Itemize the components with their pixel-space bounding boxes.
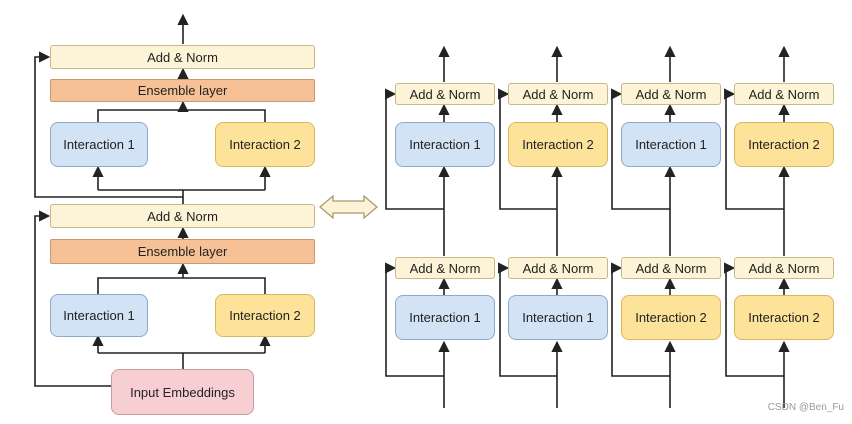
left-bottom-interaction-2: Interaction 2	[215, 294, 315, 337]
left-bottom-interaction-1: Interaction 1	[50, 294, 148, 337]
b-res-col4	[724, 262, 784, 377]
t-res-col3	[611, 88, 670, 210]
left-top-add-norm: Add & Norm	[50, 45, 315, 69]
grid-top-add-norm-1: Add & Norm	[395, 83, 495, 105]
grid-top-add-norm-2: Add & Norm	[508, 83, 608, 105]
top-residual-wire	[34, 51, 183, 198]
t-res-col1	[385, 88, 444, 210]
left-top-interaction-1: Interaction 1	[50, 122, 148, 167]
grid-bottom-interaction-3: Interaction 2	[621, 295, 721, 340]
interaction-2-up-wire	[183, 277, 266, 295]
grid-top-interaction-3: Interaction 1	[621, 122, 721, 167]
b-res-col3	[611, 262, 670, 377]
interaction-1-up-wire	[97, 277, 183, 295]
double-arrow-icon	[318, 194, 379, 220]
t-res-col2	[498, 88, 557, 210]
grid-top-interaction-1: Interaction 1	[395, 122, 495, 167]
left-top-interaction-2: Interaction 2	[215, 122, 315, 167]
top-interaction-2-up-wire	[183, 109, 266, 123]
bottom-residual-wire	[34, 210, 183, 387]
b-res-col1	[385, 262, 444, 377]
grid-bottom-add-norm-3: Add & Norm	[621, 257, 721, 279]
input-embeddings-box: Input Embeddings	[111, 369, 254, 415]
grid-top-interaction-4: Interaction 2	[734, 122, 834, 167]
b-res-col2	[498, 262, 557, 377]
left-top-ensemble-layer: Ensemble layer	[50, 79, 315, 102]
grid-bottom-interaction-2: Interaction 1	[508, 295, 608, 340]
watermark: CSDN @Ben_Fu	[767, 402, 844, 413]
left-bottom-ensemble-layer: Ensemble layer	[50, 239, 315, 264]
grid-top-add-norm-4: Add & Norm	[734, 83, 834, 105]
t-res-col4	[724, 88, 784, 210]
grid-bottom-interaction-4: Interaction 2	[734, 295, 834, 340]
grid-bottom-interaction-1: Interaction 1	[395, 295, 495, 340]
grid-top-interaction-2: Interaction 2	[508, 122, 608, 167]
grid-bottom-add-norm-1: Add & Norm	[395, 257, 495, 279]
grid-bottom-add-norm-4: Add & Norm	[734, 257, 834, 279]
top-interaction-1-up-wire	[97, 109, 183, 123]
left-bottom-add-norm: Add & Norm	[50, 204, 315, 228]
grid-bottom-add-norm-2: Add & Norm	[508, 257, 608, 279]
grid-top-add-norm-3: Add & Norm	[621, 83, 721, 105]
